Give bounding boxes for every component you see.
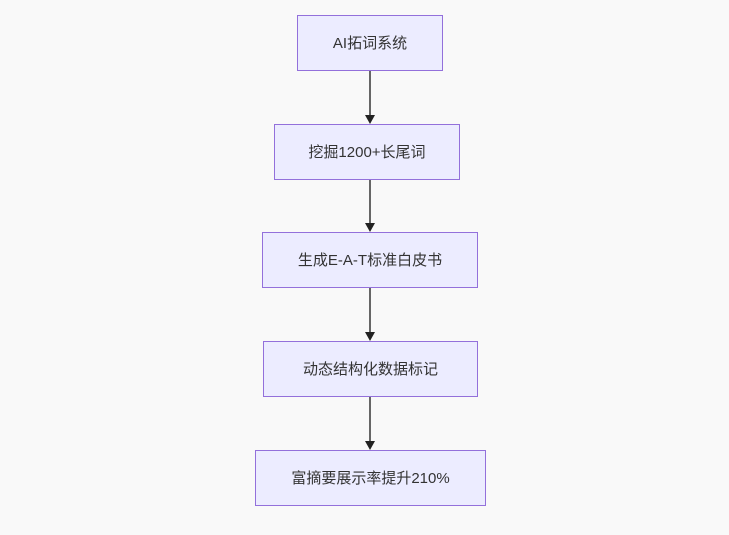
arrow-line [369,397,371,441]
arrow-down-icon [365,223,375,232]
flow-node-structured-data-markup: 动态结构化数据标记 [263,341,478,397]
arrow-down-icon [365,115,375,124]
flow-connector [365,288,375,341]
flow-node-ai-word-expansion: AI拓词系统 [297,15,443,71]
flow-node-rich-snippet-result: 富摘要展示率提升210% [255,450,486,506]
flow-connector [365,397,375,450]
node-label: AI拓词系统 [332,34,408,52]
flow-node-longtail-mining: 挖掘1200+长尾词 [274,124,460,180]
node-label: 生成E-A-T标准白皮书 [297,251,443,269]
arrow-line [369,180,371,223]
arrow-down-icon [365,332,375,341]
node-label: 动态结构化数据标记 [302,360,438,378]
arrow-line [369,288,371,332]
arrow-line [369,71,371,115]
flow-connector [365,180,375,232]
arrow-down-icon [365,441,375,450]
node-label: 挖掘1200+长尾词 [308,143,426,161]
node-label: 富摘要展示率提升210% [291,469,450,487]
flow-node-eat-whitepaper: 生成E-A-T标准白皮书 [262,232,478,288]
flow-connector [365,71,375,124]
